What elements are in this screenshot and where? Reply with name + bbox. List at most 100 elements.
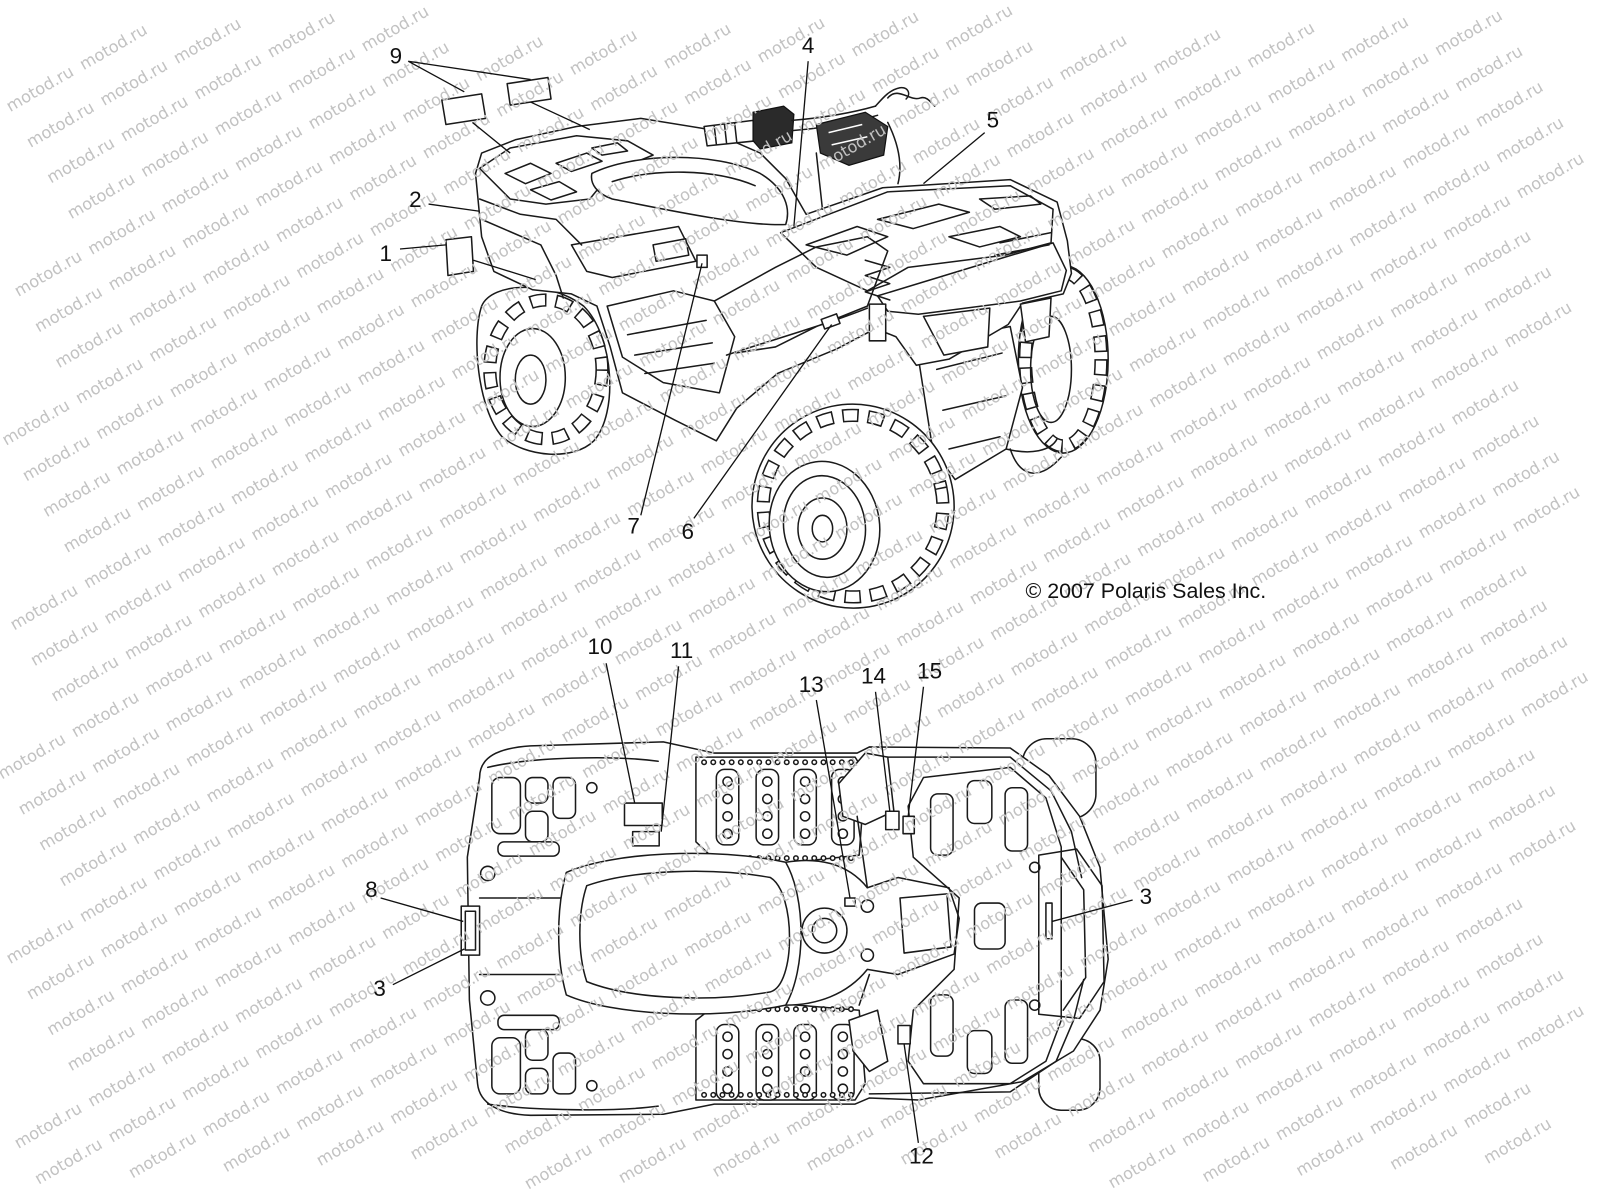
watermark-text: motod.ru xyxy=(48,652,122,706)
callout-3-front: 3 xyxy=(1140,884,1152,909)
watermark-text: motod.ru xyxy=(664,537,738,591)
footpeg-frame xyxy=(793,1023,818,1101)
watermark-text: motod.ru xyxy=(186,383,260,437)
watermark-text: motod.ru xyxy=(162,681,236,735)
watermark-text: motod.ru xyxy=(1460,226,1534,280)
footwell-dot xyxy=(820,1091,827,1098)
console xyxy=(784,859,960,1006)
footpeg-hole xyxy=(761,793,773,805)
watermark-text: motod.ru xyxy=(1305,125,1379,179)
watermark-text: motod.ru xyxy=(1023,143,1097,197)
watermark-text: motod.ru xyxy=(293,228,367,282)
watermark-text: motod.ru xyxy=(1227,501,1301,555)
footpeg-hole xyxy=(799,776,811,787)
leader-lines xyxy=(380,60,1133,1143)
callout-1: 1 xyxy=(379,241,391,266)
footwell-dot xyxy=(838,759,845,766)
watermark-text: motod.ru xyxy=(1395,453,1469,507)
footpeg-frame xyxy=(830,1023,855,1101)
watermark-text: motod.ru xyxy=(941,1,1015,55)
watermark-text: motod.ru xyxy=(1431,6,1505,60)
watermark-text: motod.ru xyxy=(407,258,481,312)
watermark-text: motod.ru xyxy=(101,574,175,628)
watermark-text: motod.ru xyxy=(1325,161,1399,215)
atv-isometric-view xyxy=(441,76,1109,609)
watermark-text: motod.ru xyxy=(1480,262,1554,316)
watermark-text: motod.ru xyxy=(1313,310,1387,364)
watermark-text: motod.ru xyxy=(1125,322,1199,376)
watermark-text: motod.ru xyxy=(137,979,211,1033)
watermark-text: motod.ru xyxy=(1019,477,1093,531)
footpeg-hole xyxy=(722,1048,733,1060)
watermark-text: motod.ru xyxy=(19,431,93,485)
watermark-text: motod.ru xyxy=(464,699,538,753)
watermark-text: motod.ru xyxy=(178,199,252,253)
watermark-text: motod.ru xyxy=(1150,876,1224,930)
watermark-text: motod.ru xyxy=(395,407,469,461)
watermark-text: motod.ru xyxy=(1264,906,1338,960)
watermark-text: motod.ru xyxy=(31,1134,105,1188)
watermark-text: motod.ru xyxy=(337,818,411,872)
watermark-text: motod.ru xyxy=(1399,971,1473,1025)
watermark-text: motod.ru xyxy=(1415,488,1489,542)
watermark-text: motod.ru xyxy=(1317,828,1391,882)
watermark-text: motod.ru xyxy=(1146,358,1220,412)
front-nose xyxy=(876,231,1068,356)
watermark-text: motod.ru xyxy=(386,1074,460,1128)
watermark-text: motod.ru xyxy=(1493,965,1567,1019)
watermark-text: motod.ru xyxy=(288,562,362,616)
callouts-upper: 9 4 5 2 1 7 6 xyxy=(379,33,999,544)
watermark-text: motod.ru xyxy=(0,729,69,783)
watermark-text: motod.ru xyxy=(76,20,150,74)
watermark-text: motod.ru xyxy=(1293,274,1367,328)
footwell-dot xyxy=(802,1006,809,1013)
footwell-dot xyxy=(765,759,772,766)
watermark-text: motod.ru xyxy=(537,657,611,711)
watermark-text: motod.ru xyxy=(1378,83,1452,137)
watermark-text: motod.ru xyxy=(799,603,873,657)
watermark-text: motod.ru xyxy=(80,538,154,592)
watermark-text: motod.ru xyxy=(1117,989,1191,1043)
watermark-text: motod.ru xyxy=(517,621,591,675)
watermark-text: motod.ru xyxy=(1301,459,1375,513)
watermark-text: motod.ru xyxy=(117,943,191,997)
watermark-text: motod.ru xyxy=(219,270,293,324)
watermark-text: motod.ru xyxy=(121,610,195,664)
watermark-text: motod.ru xyxy=(1513,149,1587,203)
watermark-text: motod.ru xyxy=(260,341,334,395)
footwell-dot xyxy=(811,759,818,766)
watermark-text: motod.ru xyxy=(56,836,130,890)
watermark-text: motod.ru xyxy=(1411,822,1485,876)
footwell-dot xyxy=(811,1006,818,1013)
decal-9a xyxy=(441,93,487,126)
watermark-text: motod.ru xyxy=(219,1122,293,1176)
footwell-dot xyxy=(838,1091,845,1098)
handlebar-pod-left xyxy=(848,1009,889,1073)
callout-2: 2 xyxy=(409,187,421,212)
footpeg-hole xyxy=(799,828,811,840)
watermark-text: motod.ru xyxy=(1252,203,1326,257)
watermark-text: motod.ru xyxy=(199,1086,273,1140)
watermark-text: motod.ru xyxy=(7,580,81,634)
watermark-text: motod.ru xyxy=(52,318,126,372)
watermark-text: motod.ru xyxy=(170,14,244,68)
watermark-text: motod.ru xyxy=(158,163,232,217)
watermark-text: motod.ru xyxy=(64,1021,138,1075)
footwell-dot xyxy=(811,855,818,862)
watermark-text: motod.ru xyxy=(1513,1001,1587,1055)
watermark-text: motod.ru xyxy=(1517,667,1591,721)
watermark-text: motod.ru xyxy=(1366,1084,1440,1138)
footwell-dot xyxy=(829,759,836,766)
footpeg-hole xyxy=(799,1066,811,1077)
callout-3-rear: 3 xyxy=(373,976,385,1001)
watermark-text: motod.ru xyxy=(1162,727,1236,781)
watermark-text: motod.ru xyxy=(133,461,207,515)
footpeg-hole xyxy=(761,1031,773,1043)
watermark-text: motod.ru xyxy=(1117,137,1191,191)
watermark-text: motod.ru xyxy=(15,765,89,819)
watermark-text: motod.ru xyxy=(1150,24,1224,78)
watermark-text: motod.ru xyxy=(680,55,754,109)
callouts-lower: 10 11 13 14 15 8 3 3 12 xyxy=(365,634,1152,1168)
watermark-text: motod.ru xyxy=(1166,393,1240,447)
watermark-text: motod.ru xyxy=(1403,637,1477,691)
